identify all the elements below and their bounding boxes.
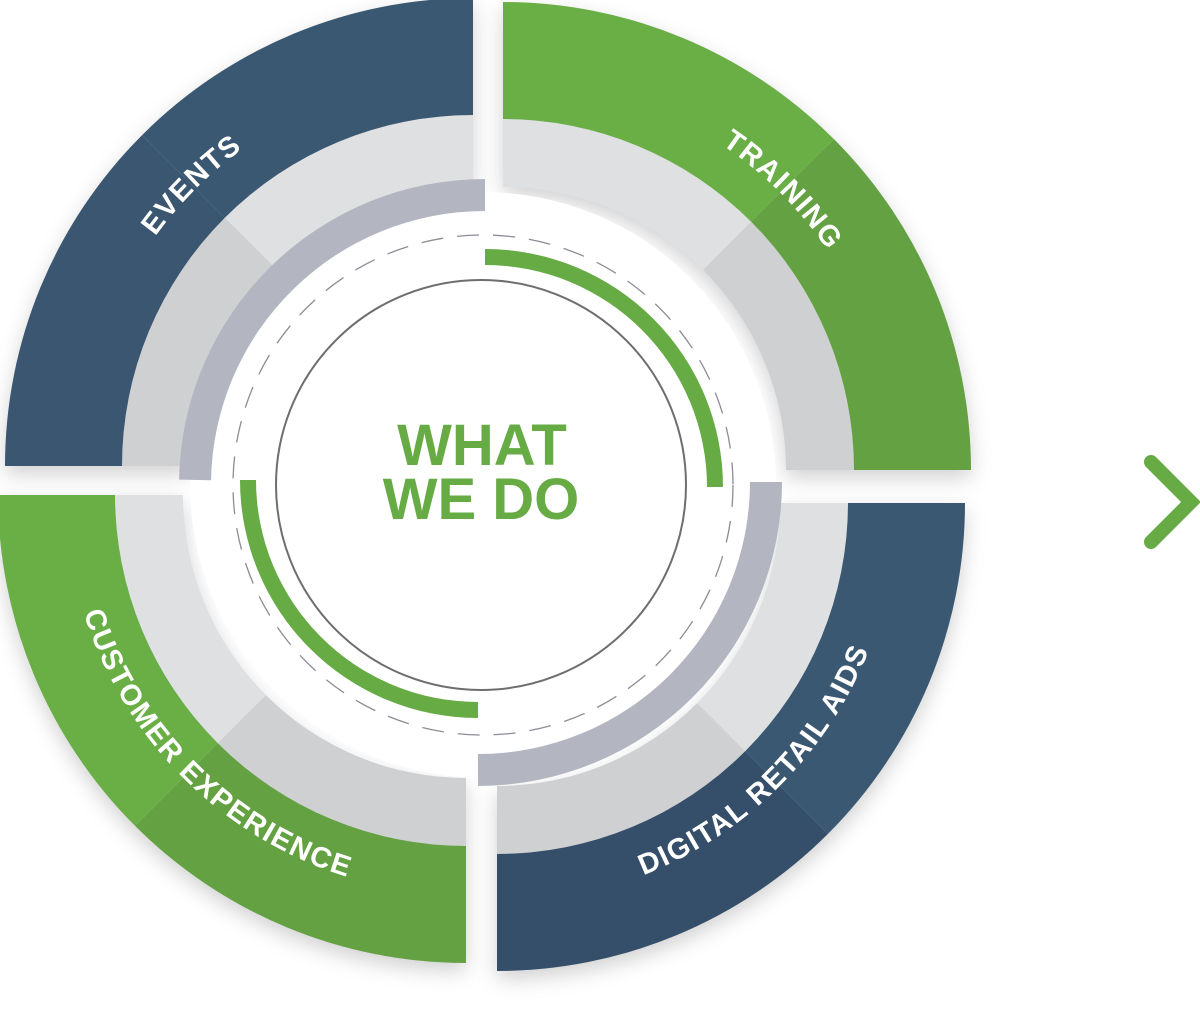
band-dark <box>5 135 225 466</box>
gray-arc-bottom-right <box>478 482 782 786</box>
band-dark <box>751 139 971 470</box>
gray-ring-light <box>697 503 848 752</box>
gray-ring-dark <box>703 221 854 470</box>
gray-ring-light <box>503 119 752 270</box>
inner-circle <box>275 279 687 691</box>
segment-customer-experience[interactable]: CUSTOMER EXPERIENCE <box>0 495 466 963</box>
gray-ring-dark <box>122 217 273 466</box>
gray-arc-top-left <box>179 179 485 481</box>
chevron-right-icon[interactable] <box>1144 455 1200 549</box>
segment-training[interactable]: TRAINING <box>503 2 971 470</box>
dashed-ring <box>232 234 734 736</box>
band-light <box>745 503 965 834</box>
band-light <box>503 2 834 222</box>
green-arc-top-right <box>485 249 723 487</box>
segment-events[interactable]: EVENTS <box>5 0 473 466</box>
band-light <box>142 0 473 218</box>
band-dark <box>135 743 466 963</box>
title-line-2: WE DO <box>383 467 580 532</box>
gray-ring-light <box>114 495 266 744</box>
band-dark <box>497 751 828 971</box>
green-arc-bottom-left <box>240 480 478 718</box>
title-line-1: WHAT <box>397 413 567 478</box>
gray-ring-dark <box>497 703 746 854</box>
band-light <box>0 495 218 826</box>
gray-ring-light <box>224 114 473 266</box>
gray-ring-dark <box>217 695 466 846</box>
